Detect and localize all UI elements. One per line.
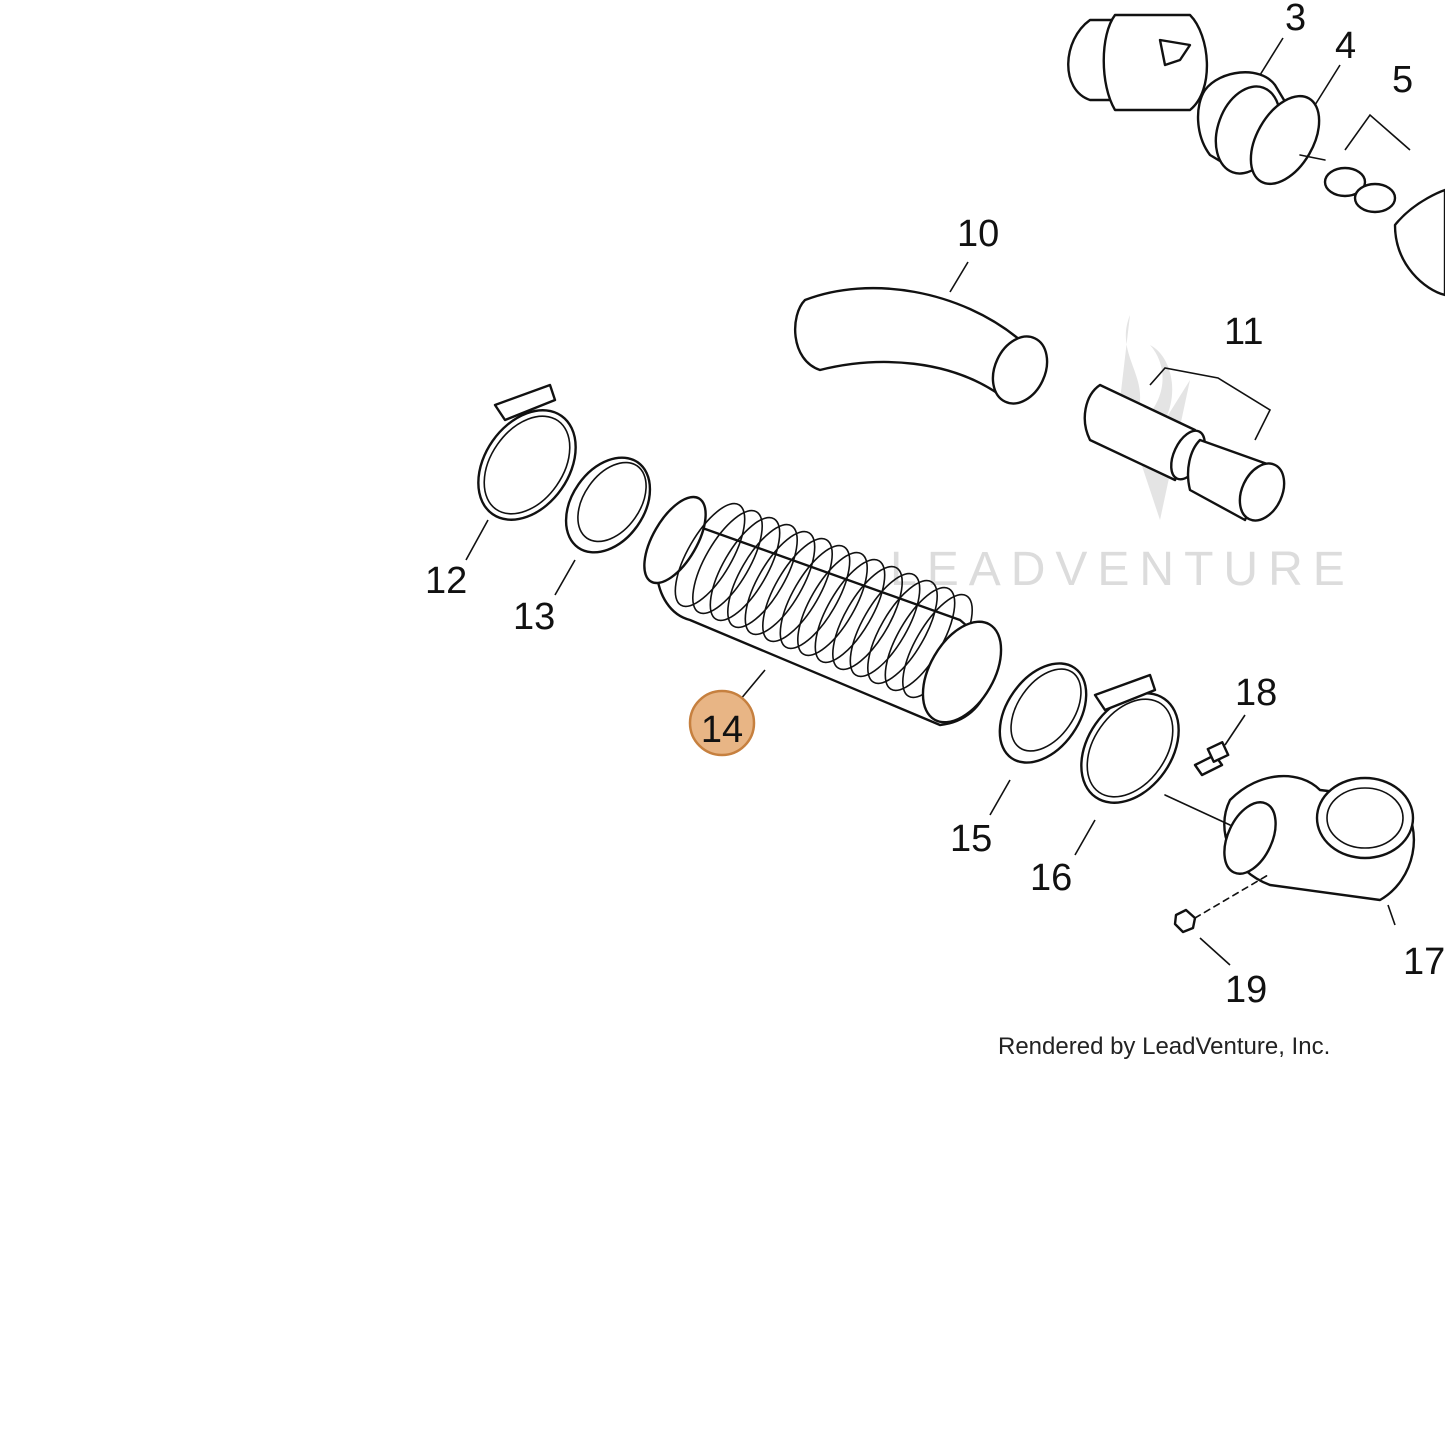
bellows-rib <box>762 537 833 643</box>
part-18-bolt <box>1193 741 1230 777</box>
callout-5[interactable]: 5 <box>1392 59 1413 101</box>
top-assembly <box>1067 13 1445 297</box>
part-13-sleeve <box>564 456 652 554</box>
part-15-sleeve <box>998 662 1088 764</box>
bellows-rib <box>832 565 903 671</box>
bellows-rib <box>727 523 798 629</box>
callout-15[interactable]: 15 <box>950 818 992 860</box>
bellows-rib <box>692 509 763 615</box>
highlight-circle <box>688 689 756 757</box>
bellows-rib <box>814 558 886 664</box>
bellows-rib <box>779 544 851 650</box>
callout-10[interactable]: 10 <box>957 213 999 255</box>
callout-14-highlight[interactable]: 14 <box>688 689 756 757</box>
callouts: 3 4 5 10 11 12 13 14 15 16 17 18 19 <box>425 0 1445 1011</box>
part-11-hose-pair <box>1083 383 1286 522</box>
bellows-rib <box>797 551 868 657</box>
bellows-rib <box>849 572 921 678</box>
callout-11[interactable]: 11 <box>1224 311 1263 353</box>
watermark-text: LEADVENTURE <box>890 543 1355 596</box>
leader-lines <box>465 37 1411 966</box>
callout-16[interactable]: 16 <box>1030 857 1072 899</box>
callout-3[interactable]: 3 <box>1285 0 1306 39</box>
part-19-nut <box>1173 874 1269 934</box>
callout-18[interactable]: 18 <box>1235 672 1277 714</box>
bellows-rib <box>709 516 781 622</box>
part-10-curved-hose <box>793 286 1049 405</box>
callout-4[interactable]: 4 <box>1335 25 1356 67</box>
bellows-ribs <box>674 502 973 699</box>
bellows-rib <box>867 579 938 685</box>
callout-13[interactable]: 13 <box>513 596 555 638</box>
bellows-rib <box>744 530 816 636</box>
bellows-rib <box>674 502 746 608</box>
callout-17[interactable]: 17 <box>1403 941 1445 983</box>
part-14-bellows-hose <box>643 495 1003 727</box>
render-credit: Rendered by LeadVenture, Inc. <box>998 1033 1330 1060</box>
callout-19[interactable]: 19 <box>1225 969 1267 1011</box>
callout-12[interactable]: 12 <box>425 560 467 602</box>
part-12-hose-clamp <box>477 383 577 521</box>
part-17-elbow <box>1164 774 1415 902</box>
callout-14[interactable]: 14 <box>701 709 743 751</box>
part-16-hose-clamp <box>1080 673 1180 804</box>
